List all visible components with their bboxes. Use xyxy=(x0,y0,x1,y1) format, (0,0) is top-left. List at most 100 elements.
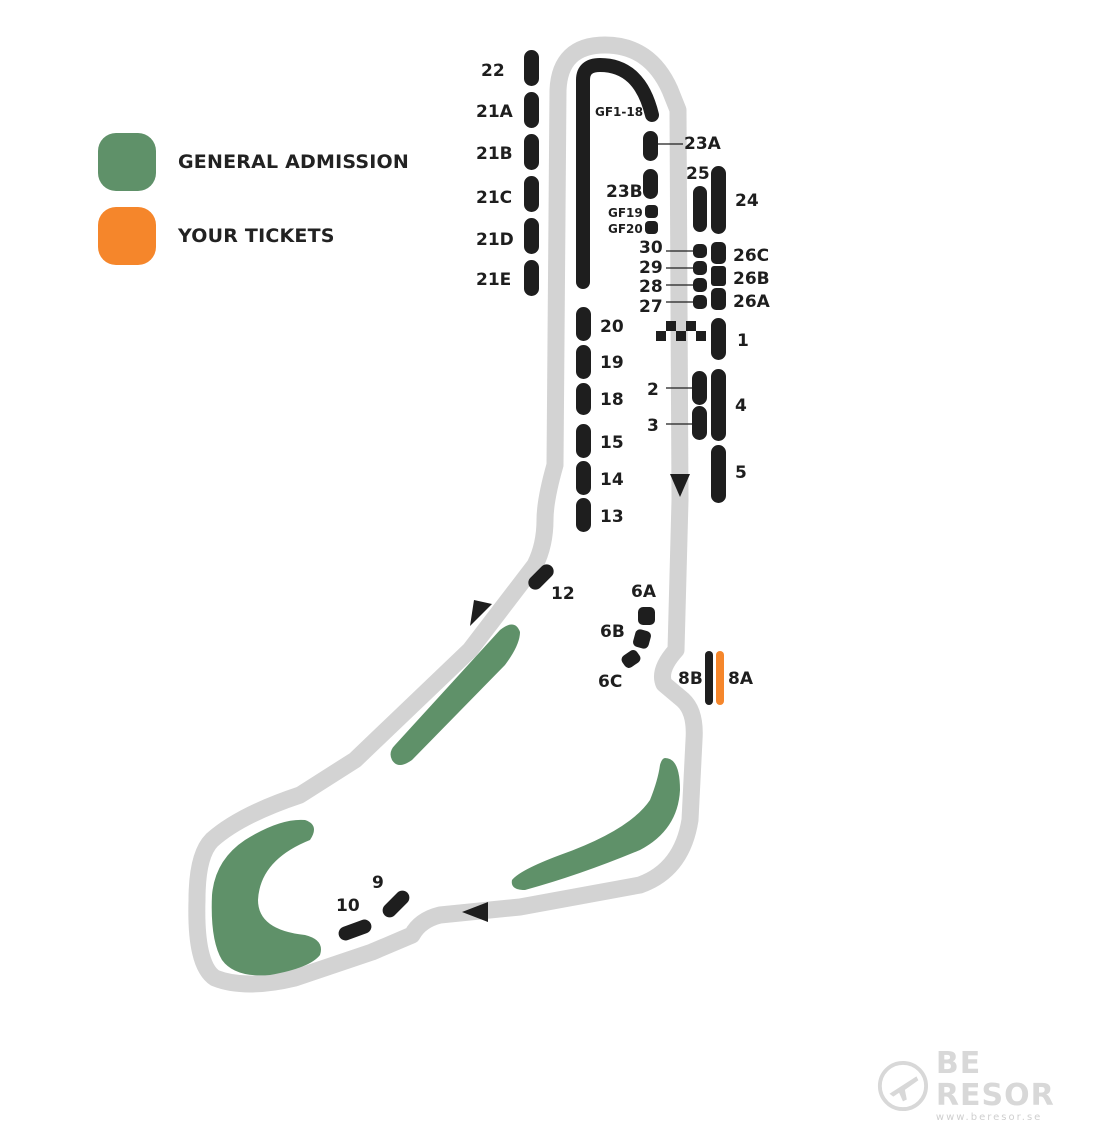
legend-swatch-general-admission xyxy=(98,133,156,191)
stand-15 xyxy=(576,424,591,458)
label-stand-6c: 6C xyxy=(598,672,622,692)
stand-8a-your-ticket xyxy=(716,651,724,705)
ga-area-ascari xyxy=(511,758,680,890)
stand-22 xyxy=(524,50,539,86)
label-stand-18: 18 xyxy=(600,390,624,410)
label-stand-21d: 21D xyxy=(476,230,514,250)
label-stand-gf1-18: GF1-18 xyxy=(595,105,643,119)
label-stand-9: 9 xyxy=(372,873,384,893)
stand-9 xyxy=(382,890,410,918)
logo: BE RESOR www.beresor.se xyxy=(876,1048,1105,1123)
label-stand-1: 1 xyxy=(737,331,749,351)
label-stand-21b: 21B xyxy=(476,144,513,164)
label-stand-25: 25 xyxy=(686,164,710,184)
stands xyxy=(338,50,726,941)
stand-gf1-18-shape xyxy=(576,57,659,289)
leader-lines xyxy=(658,143,693,425)
stand-18 xyxy=(576,383,591,415)
stand-21a xyxy=(524,92,539,128)
label-stand-15: 15 xyxy=(600,433,624,453)
stand-14 xyxy=(576,461,591,495)
logo-name: BE RESOR xyxy=(935,1046,1055,1113)
stand-6a xyxy=(638,607,655,625)
logo-url: www.beresor.se xyxy=(935,1112,1043,1123)
start-finish-line xyxy=(656,321,706,341)
stand-1 xyxy=(711,318,726,360)
label-stand-26b: 26B xyxy=(733,269,770,289)
stand-21c xyxy=(524,176,539,212)
stand-21b xyxy=(524,134,539,170)
stand-3 xyxy=(692,406,707,440)
stand-27 xyxy=(693,295,707,309)
logo-text: BE RESOR www.beresor.se xyxy=(936,1048,1105,1123)
ga-area-lesmo xyxy=(390,624,520,765)
stand-6c xyxy=(621,650,641,668)
label-stand-21c: 21C xyxy=(476,188,512,208)
label-stand-6b: 6B xyxy=(600,622,625,642)
stand-26c xyxy=(711,242,726,264)
stand-6b xyxy=(633,629,651,649)
label-stand-gf19: GF19 xyxy=(608,206,643,220)
legend-general-admission: GENERAL ADMISSION xyxy=(98,133,409,191)
stand-10 xyxy=(338,919,372,941)
stand-8b xyxy=(705,651,713,705)
ga-area-parabolica xyxy=(211,819,321,976)
label-stand-6a: 6A xyxy=(631,582,657,602)
label-stand-30: 30 xyxy=(639,238,663,258)
stand-29 xyxy=(693,261,707,275)
label-stand-22: 22 xyxy=(481,61,505,81)
stand-21e xyxy=(524,260,539,296)
direction-arrow-icon xyxy=(670,474,690,497)
stand-30 xyxy=(693,244,707,258)
label-stand-4: 4 xyxy=(735,396,747,416)
stand-19 xyxy=(576,345,591,379)
stand-25 xyxy=(693,186,707,232)
label-stand-13: 13 xyxy=(600,507,624,527)
direction-arrow-icon xyxy=(462,902,488,922)
airplane-logo-icon xyxy=(877,1060,928,1111)
stand-24 xyxy=(711,166,726,234)
stand-12 xyxy=(528,564,554,590)
stand-26a xyxy=(711,288,726,310)
stand-5 xyxy=(711,445,726,503)
label-stand-19: 19 xyxy=(600,353,624,373)
label-stand-gf20: GF20 xyxy=(608,222,643,236)
label-stand-10: 10 xyxy=(336,896,360,916)
stand-2 xyxy=(692,371,707,405)
stand-23a xyxy=(643,131,658,161)
label-stand-12: 12 xyxy=(551,584,575,604)
label-stand-29: 29 xyxy=(639,258,663,278)
label-stand-26c: 26C xyxy=(733,246,769,266)
label-stand-27: 27 xyxy=(639,297,663,317)
label-stand-23a: 23A xyxy=(684,134,722,154)
label-stand-24: 24 xyxy=(735,191,759,211)
stand-20 xyxy=(576,307,591,341)
stand-gf20 xyxy=(645,221,658,234)
label-stand-26a: 26A xyxy=(733,292,771,312)
label-stand-23b: 23B xyxy=(606,182,643,202)
stand-23b xyxy=(643,169,658,199)
label-stand-8a: 8A xyxy=(728,669,754,689)
legend-your-tickets: YOUR TICKETS xyxy=(98,207,335,265)
stand-gf19 xyxy=(645,205,658,218)
stand-28 xyxy=(693,278,707,292)
direction-arrow-icon xyxy=(470,600,492,626)
stand-21d xyxy=(524,218,539,254)
track xyxy=(188,36,703,993)
label-stand-14: 14 xyxy=(600,470,624,490)
label-stand-3: 3 xyxy=(647,416,659,436)
label-stand-5: 5 xyxy=(735,463,747,483)
label-stand-28: 28 xyxy=(639,277,663,297)
stand-4 xyxy=(711,369,726,441)
legend-label-general-admission: GENERAL ADMISSION xyxy=(178,151,410,173)
legend-swatch-your-tickets xyxy=(98,207,156,265)
stand-26b xyxy=(711,266,726,286)
label-stand-21a: 21A xyxy=(476,102,514,122)
stand-13 xyxy=(576,498,591,532)
label-stand-8b: 8B xyxy=(678,669,703,689)
legend-label-your-tickets: YOUR TICKETS xyxy=(178,225,335,247)
label-stand-21e: 21E xyxy=(476,270,511,290)
label-stand-20: 20 xyxy=(600,317,624,337)
label-stand-2: 2 xyxy=(647,380,659,400)
